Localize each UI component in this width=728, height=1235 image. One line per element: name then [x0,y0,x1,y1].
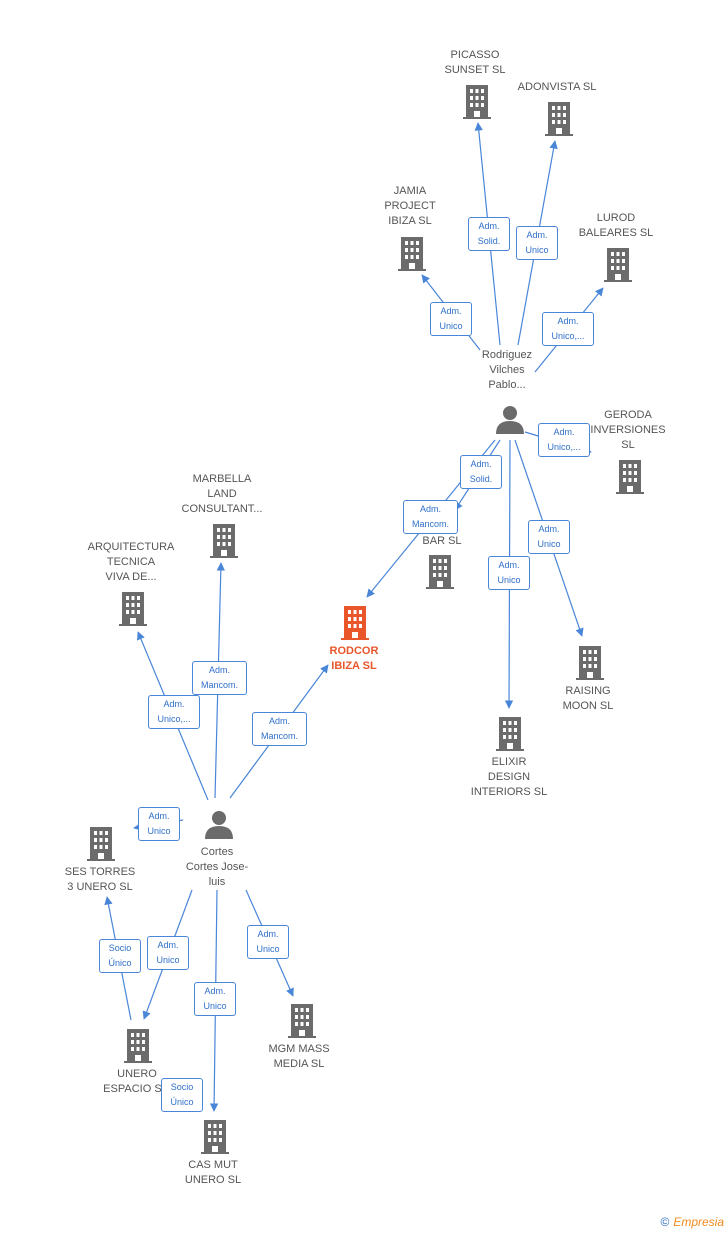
building-icon [545,102,573,136]
building-icon [124,1029,152,1063]
node-label: JAMIA PROJECT IBIZA SL [384,185,436,227]
node-label: LUROD BALEARES SL [578,212,654,239]
person-icon [205,811,233,839]
edge-label-adonvista: Adm. Unico [516,226,558,260]
edge-label-rodcor-c: Adm. Mancom. [252,712,307,746]
edge-label-sestorres-c: Adm. Unico [138,807,180,841]
edge-label-mgm: Adm. Unico [247,925,289,959]
building-icon [604,248,632,282]
edge-label-sestorres-u: Socio Único [99,939,141,973]
node-geroda[interactable]: GERODA INVERSIONES SL [563,408,693,453]
node-label: ADONVISTA SL [517,81,597,93]
edge-label-picasso: Adm. Solid. [468,217,510,251]
edge-label-bar: Adm. Solid. [460,455,502,489]
node-label: RAISING MOON SL [562,685,614,712]
building-icon [616,460,644,494]
edge-label-rodcor-r: Adm. Mancom. [403,500,458,534]
edge-label-casmut: Adm. Unico [194,982,236,1016]
building-icon [426,555,454,589]
node-label: MGM MASS MEDIA SL [268,1043,330,1070]
node-label: Cortes Cortes Jose- luis [185,846,249,888]
brand-logo: ©Empresia [660,1215,724,1229]
node-label: MARBELLA LAND CONSULTANT... [181,473,263,515]
edge-label-arquitectura: Adm. Unico,... [148,695,200,729]
node-adonvista[interactable]: ADONVISTA SL [492,80,622,95]
edge-label-raising: Adm. Unico [528,520,570,554]
person-icon [496,406,524,434]
node-marbella[interactable]: MARBELLA LAND CONSULTANT... [157,472,287,517]
node-label: ELIXIR DESIGN INTERIORS SL [470,756,548,798]
node-cortes[interactable]: Cortes Cortes Jose- luis [152,845,282,890]
building-icon [463,85,491,119]
node-picasso[interactable]: PICASSO SUNSET SL [410,48,540,78]
node-label: SES TORRES 3 UNERO SL [64,866,136,893]
node-casmut[interactable]: CAS MUT UNERO SL [148,1158,278,1188]
building-icon [210,524,238,558]
node-rodcor[interactable]: RODCOR IBIZA SL [289,644,419,674]
edge-label-casmut-u: Socio Único [161,1078,203,1112]
node-lurod[interactable]: LUROD BALEARES SL [551,211,681,241]
building-icon [119,592,147,626]
edge-label-lurod: Adm. Unico,... [542,312,594,346]
node-jamia[interactable]: JAMIA PROJECT IBIZA SL [345,184,475,229]
building-icon [576,646,604,680]
icons [87,85,644,1154]
node-label: RODCOR IBIZA SL [329,645,379,672]
edge-label-unero: Adm. Unico [147,936,189,970]
building-icon [87,827,115,861]
building-icon [496,717,524,751]
edge-label-geroda: Adm. Unico,... [538,423,590,457]
building-icon [398,237,426,271]
edge-label-elixir: Adm. Unico [488,556,530,590]
node-label: GERODA INVERSIONES SL [590,409,666,451]
node-raising[interactable]: RAISING MOON SL [523,684,653,714]
node-label: Rodriguez Vilches Pablo... [481,349,533,391]
node-arquitectura[interactable]: ARQUITECTURA TECNICA VIVA DE... [66,540,196,585]
node-label: PICASSO SUNSET SL [444,49,506,76]
building-icon [288,1004,316,1038]
copyright-mark: © [660,1215,670,1229]
edge-label-jamia: Adm. Unico [430,302,472,336]
building-icon [341,606,369,640]
brand-name: Empresia [673,1215,724,1229]
edge-label-marbella: Adm. Mancom. [192,661,247,695]
node-mgm[interactable]: MGM MASS MEDIA SL [234,1042,364,1072]
node-label: ARQUITECTURA TECNICA VIVA DE... [87,541,175,583]
node-label: CAS MUT UNERO SL [184,1159,242,1186]
node-elixir[interactable]: ELIXIR DESIGN INTERIORS SL [444,755,574,800]
building-icon [201,1120,229,1154]
node-rodriguez[interactable]: Rodriguez Vilches Pablo... [442,348,572,393]
node-sestorres[interactable]: SES TORRES 3 UNERO SL [35,865,165,895]
